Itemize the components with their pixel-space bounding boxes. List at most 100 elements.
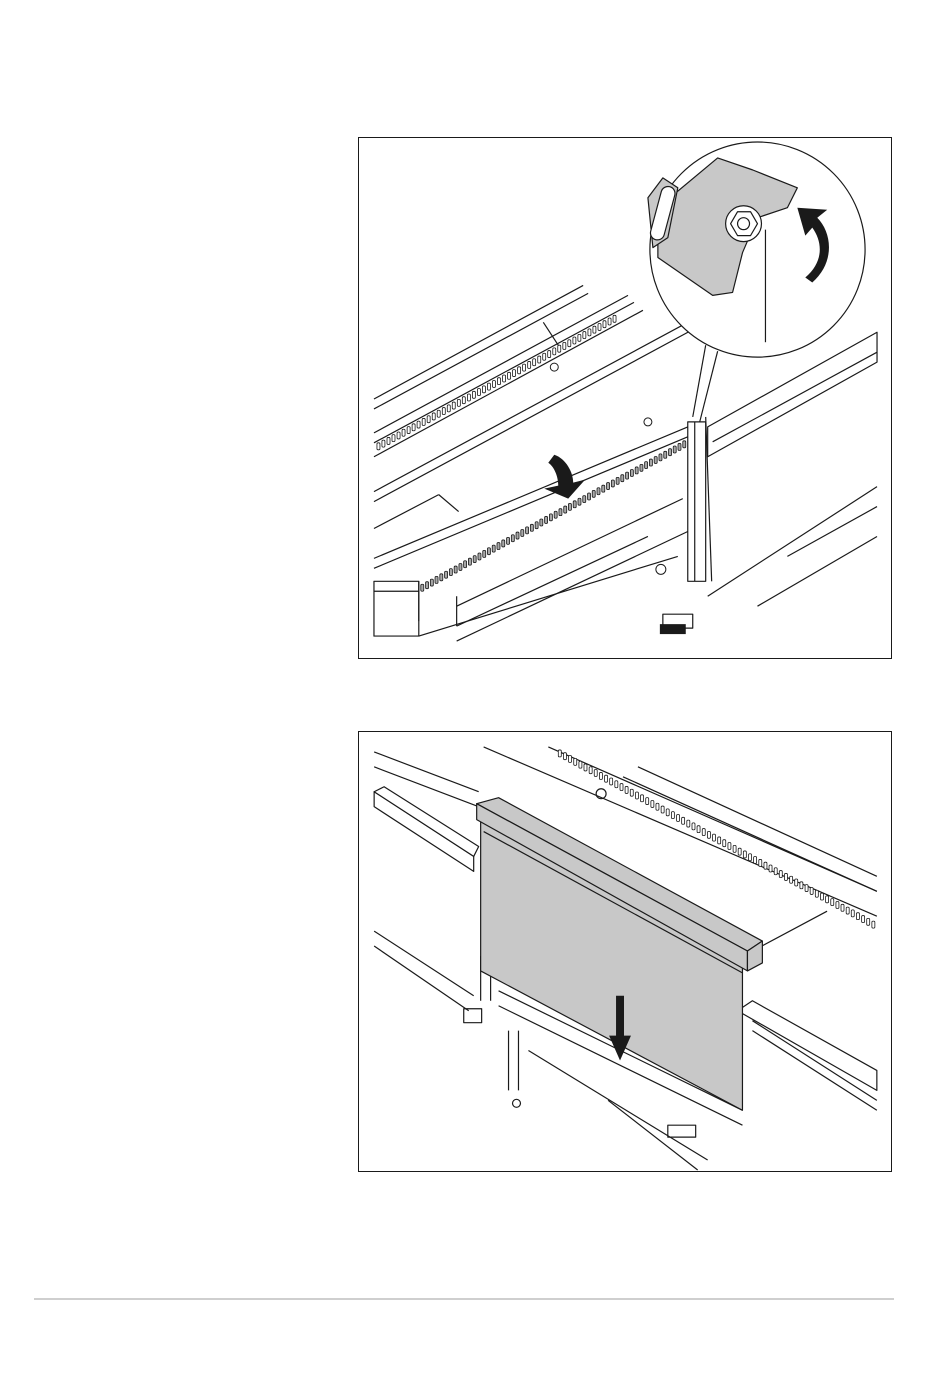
rail-slot	[821, 893, 824, 900]
rail-slot	[377, 443, 380, 450]
rail-slot	[528, 361, 531, 368]
rail-slot	[605, 775, 608, 782]
rail-slot	[640, 464, 643, 471]
rail-slot	[635, 792, 638, 799]
rail-slot	[454, 566, 457, 573]
magnifier-pointer	[693, 345, 718, 422]
rail-slot	[846, 907, 849, 914]
middle-rails	[374, 314, 703, 568]
rail-slot	[645, 462, 648, 469]
left-block	[374, 787, 479, 872]
rail-slot	[611, 480, 614, 487]
rail-slot	[656, 803, 659, 810]
rail-slot	[487, 383, 490, 390]
rail-slot	[558, 750, 561, 757]
rail-slot	[613, 315, 616, 322]
rail-slot	[563, 342, 566, 349]
rail-slot	[867, 918, 870, 925]
rail-slot	[427, 416, 430, 423]
gray-panel	[477, 798, 763, 1111]
rail-slot	[646, 798, 649, 805]
rail-slot	[445, 571, 448, 578]
rail-slot	[573, 501, 576, 508]
rail-slot	[654, 456, 657, 463]
rail-slot	[435, 576, 438, 583]
rail-slot	[487, 548, 490, 555]
rail-slot	[728, 842, 731, 849]
rail-slot	[615, 781, 618, 788]
rail-slot	[462, 397, 465, 404]
detail-magnifier	[648, 142, 865, 357]
rail-slot	[635, 467, 638, 474]
rail-slot	[554, 511, 557, 518]
rail-slot	[503, 375, 506, 382]
rail-slot	[516, 532, 519, 539]
rail-slot	[568, 340, 571, 347]
figure-1-illustration	[358, 137, 892, 659]
rail-slot	[593, 326, 596, 333]
rail-slot	[442, 408, 445, 415]
rail-slot	[779, 871, 782, 878]
rail-slot	[553, 348, 556, 355]
rail-slot	[610, 778, 613, 785]
rail-slot	[513, 370, 516, 377]
figure-2-illustration	[358, 731, 892, 1172]
figure-2-drawing	[359, 732, 891, 1171]
rail-slot	[568, 503, 571, 510]
slot-strip-upper	[377, 315, 616, 449]
rail-slot	[382, 440, 385, 447]
rail-slot	[692, 823, 695, 830]
rail-slot	[583, 332, 586, 339]
floor-feet	[550, 363, 685, 634]
rail-slot	[625, 786, 628, 793]
rail-slot	[826, 896, 829, 903]
rail-slot	[497, 378, 500, 385]
rail-slot	[579, 761, 582, 768]
rail-slot	[592, 490, 595, 497]
rail-slot	[856, 913, 859, 920]
rail-slot	[545, 516, 548, 523]
rail-slot	[671, 812, 674, 819]
rail-slot	[743, 851, 746, 858]
rail-slot	[594, 770, 597, 777]
rail-slot	[482, 386, 485, 393]
rail-slot	[872, 921, 875, 928]
rail-slot	[630, 789, 633, 796]
rail-slot	[810, 887, 813, 894]
rail-slot	[449, 569, 452, 576]
rail-slot	[759, 859, 762, 866]
rail-slot	[607, 483, 610, 490]
rail-slot	[535, 522, 538, 529]
rail-slot	[641, 795, 644, 802]
rail-slot	[492, 545, 495, 552]
rail-slot	[518, 367, 521, 374]
rail-slot	[862, 916, 865, 923]
rail-slot	[774, 868, 777, 875]
rail-slot	[602, 485, 605, 492]
rail-slot	[800, 882, 803, 889]
rail-slot	[669, 449, 672, 456]
rail-slot	[402, 429, 405, 436]
rail-slot	[523, 364, 526, 371]
rail-slot	[754, 857, 757, 864]
rail-slot	[599, 772, 602, 779]
rail-slot	[749, 854, 752, 861]
rail-slot	[661, 806, 664, 813]
right-block	[737, 1001, 876, 1111]
rail-slot	[569, 755, 572, 762]
rail-slot	[678, 443, 681, 450]
rail-slot	[664, 451, 667, 458]
rail-slot	[540, 519, 543, 526]
rail-slot	[457, 399, 460, 406]
right-rail	[708, 332, 877, 606]
rail-slot	[511, 535, 514, 542]
rail-slot	[578, 334, 581, 341]
rail-slot	[472, 391, 475, 398]
rail-slot	[677, 815, 680, 822]
rail-slot	[412, 424, 415, 431]
rail-slot	[459, 563, 462, 570]
rail-slot	[477, 389, 480, 396]
rail-slot	[831, 899, 834, 906]
rail-slot	[649, 459, 652, 466]
rail-slot	[702, 829, 705, 836]
